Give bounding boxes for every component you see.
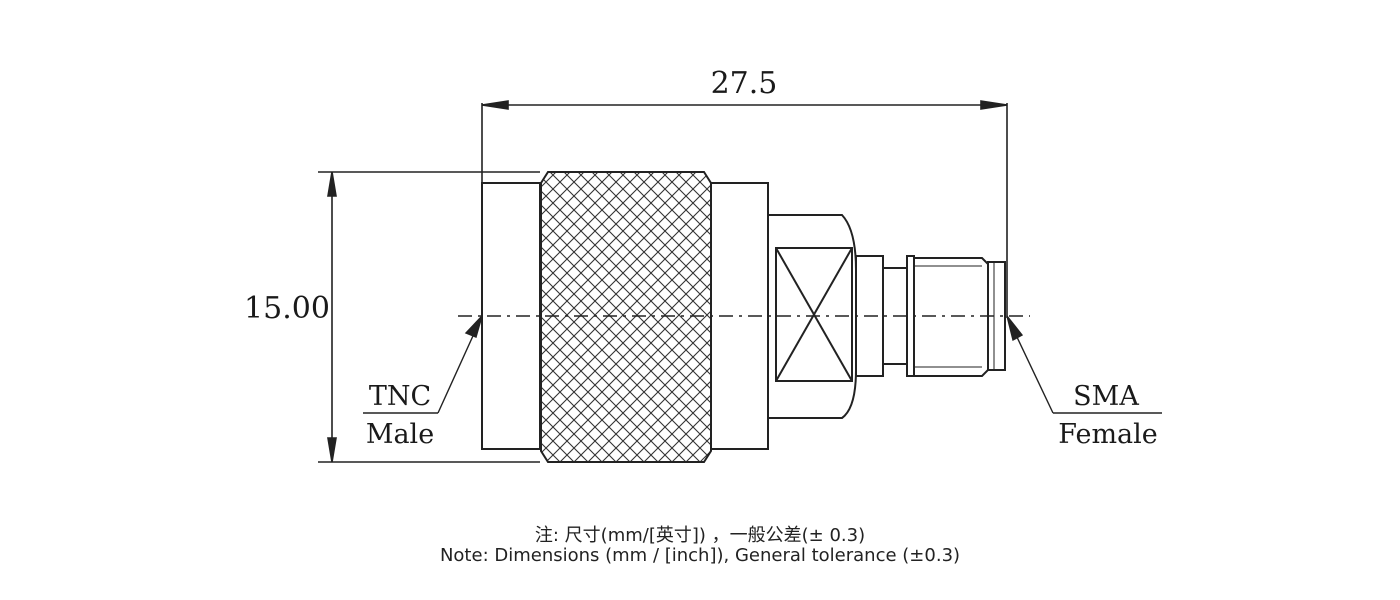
tnc-gender-label: Male xyxy=(366,419,434,450)
sma-type-label: SMA xyxy=(1073,381,1139,412)
sma-gender-label: Female xyxy=(1058,419,1158,450)
note-english: Note: Dimensions (mm / [inch]), General … xyxy=(439,545,961,566)
diameter-dimension xyxy=(318,171,540,463)
tnc-male-leader xyxy=(363,315,483,414)
knurled-sleeve xyxy=(540,171,712,463)
tnc-type-label: TNC xyxy=(369,381,431,412)
diameter-dimension-value: 15.00 xyxy=(244,291,330,326)
sma-female-leader xyxy=(1006,315,1162,414)
note-chinese: 注: 尺寸(mm/[英寸]) ，一般公差(± 0.3) xyxy=(534,525,866,546)
length-dimension-value: 27.5 xyxy=(711,66,778,101)
connector-drawing: 27.5 15.00 TNC xyxy=(244,66,1162,463)
